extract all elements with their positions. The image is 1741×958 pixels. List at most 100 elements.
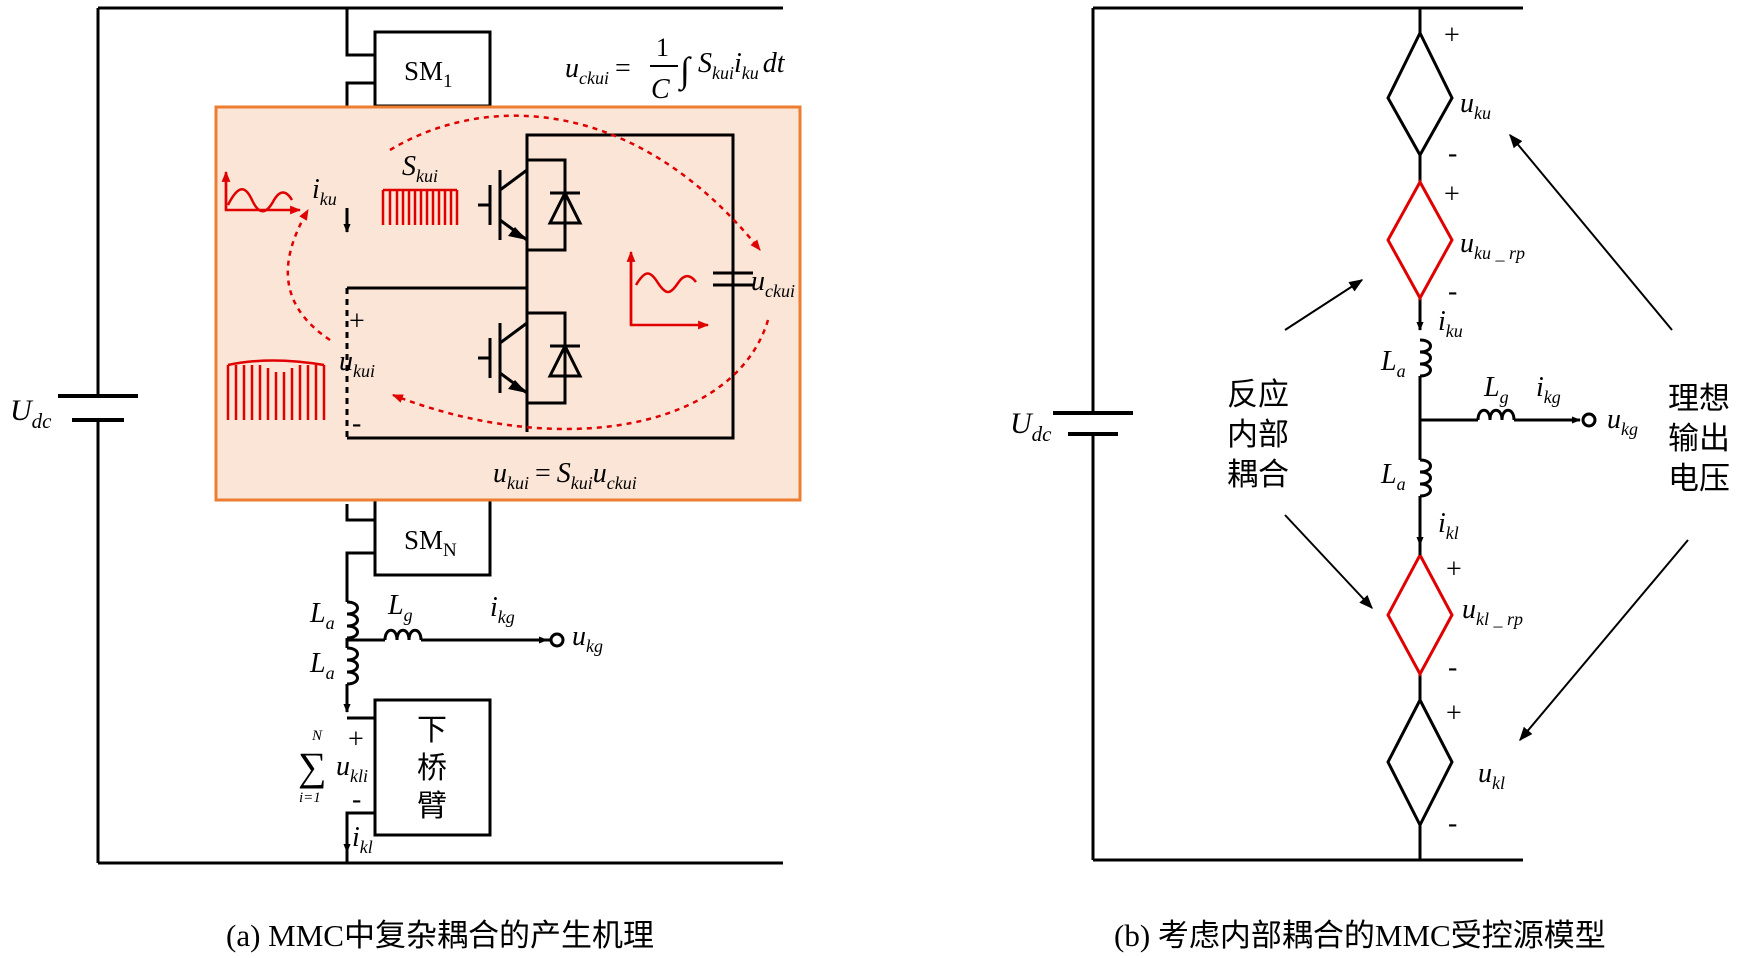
b-la-lower-label: La bbox=[1380, 459, 1406, 494]
ucku-ripple bbox=[634, 272, 697, 294]
b-lg-coil bbox=[1476, 408, 1516, 421]
b-ikl-label: ikl bbox=[1438, 508, 1459, 543]
ukli-minus: - bbox=[352, 784, 361, 815]
b-uku-rp-source bbox=[1386, 178, 1454, 302]
b-uku-source bbox=[1386, 29, 1454, 159]
diode-upper bbox=[527, 158, 583, 252]
b-ukg-label: ukg bbox=[1607, 404, 1638, 439]
i-ku-label-a: iku bbox=[312, 174, 337, 209]
ukg-label-a: ukg bbox=[572, 621, 603, 656]
b-right-arrow-down bbox=[1519, 539, 1689, 742]
u-kui-label: ukui bbox=[339, 346, 375, 381]
b-right-note-line: 理想 bbox=[1668, 381, 1730, 417]
b-ukl-source bbox=[1386, 696, 1454, 829]
b-left-note-line: 内部 bbox=[1227, 417, 1289, 453]
lg-coil bbox=[383, 628, 423, 641]
ukui-pwm-train bbox=[226, 359, 326, 420]
b-right-note: 理想 输出 电压 bbox=[1668, 379, 1730, 499]
u-kui-plus: + bbox=[349, 306, 365, 337]
b-ukl-rp-plus: + bbox=[1446, 554, 1462, 585]
b-la-upper-label: La bbox=[1380, 346, 1406, 381]
lower-arm-lead-bottom bbox=[343, 811, 375, 853]
b-left-arrow-down bbox=[1284, 514, 1373, 610]
b-left-note: 反应 内部 耦合 bbox=[1227, 375, 1289, 495]
la-lower-label-a: La bbox=[309, 648, 335, 683]
sm1-bottom-lead bbox=[345, 81, 375, 106]
b-ukl-minus: - bbox=[1448, 808, 1457, 839]
b-ukl-label: ukl bbox=[1478, 758, 1505, 793]
s-kui-label: Skui bbox=[402, 151, 438, 186]
b-uku-rp-minus: - bbox=[1448, 276, 1457, 307]
b-right-note-line: 电压 bbox=[1668, 461, 1730, 497]
u-kui-minus: - bbox=[352, 408, 361, 439]
ukli-plus: + bbox=[348, 724, 364, 755]
coupling-loop-right bbox=[391, 319, 770, 431]
ikg-label-a: ikg bbox=[490, 592, 515, 627]
b-right-note-line: 输出 bbox=[1668, 421, 1730, 457]
coupling-loop-upper bbox=[389, 114, 761, 251]
panel-b bbox=[1053, 6, 1689, 862]
ukg-terminal-b bbox=[1581, 412, 1597, 428]
b-right-arrow-up bbox=[1509, 133, 1673, 331]
b-left-note-line: 反应 bbox=[1227, 377, 1289, 413]
la-upper-label-a: La bbox=[309, 598, 335, 633]
b-ukl-rp-label: ukl _ rp bbox=[1462, 594, 1523, 629]
sm1-label: SM1 bbox=[404, 56, 453, 92]
red-annotations bbox=[221, 114, 770, 431]
b-uku-label: uku bbox=[1460, 88, 1491, 123]
la-upper-coil bbox=[346, 600, 359, 640]
sum-symbol: ∑ bbox=[298, 744, 327, 789]
b-uku-plus: + bbox=[1444, 20, 1460, 51]
ukg-terminal-a bbox=[549, 632, 565, 648]
b-udc-label: Udc bbox=[1010, 407, 1052, 446]
lower-arm-char-3: 臂 bbox=[417, 789, 447, 824]
svg-text:1: 1 bbox=[656, 33, 669, 62]
b-uku-rp-plus: + bbox=[1444, 179, 1460, 210]
smn-lead-top bbox=[345, 510, 375, 522]
b-left-note-line: 耦合 bbox=[1227, 457, 1289, 493]
b-la-lower bbox=[1419, 458, 1432, 498]
ikl-label-a: ikl bbox=[352, 822, 373, 857]
smn-label: SMN bbox=[404, 525, 457, 561]
b-uku-rp-label: uku _ rp bbox=[1460, 228, 1525, 263]
arm-wire-top bbox=[345, 8, 375, 57]
svg-text:C: C bbox=[651, 74, 670, 105]
lower-arm-box bbox=[373, 698, 492, 837]
b-la-upper bbox=[1419, 338, 1432, 378]
caption-b: (b) 考虑内部耦合的MMC受控源模型 bbox=[1114, 918, 1606, 953]
b-ikg-label: ikg bbox=[1536, 372, 1561, 407]
b-iku-label: iku bbox=[1438, 306, 1463, 341]
sm-bottom-wire bbox=[347, 133, 735, 440]
eq-submodule-voltage: ukui=Skuiuckui bbox=[493, 458, 637, 493]
ukli-label: ukli bbox=[336, 751, 368, 786]
lower-arm-char-2: 桥 bbox=[417, 751, 447, 786]
igbt-arrow-upper bbox=[508, 227, 527, 240]
svg-text:∫: ∫ bbox=[678, 50, 692, 92]
lg-label-a: Lg bbox=[387, 590, 413, 625]
b-ukl-rp-minus: - bbox=[1448, 652, 1457, 683]
sum-top-n: N bbox=[311, 728, 323, 744]
sum-bottom-index: i=1 bbox=[299, 790, 321, 806]
b-left-arrow-up bbox=[1284, 279, 1364, 331]
submodule-zoom-box bbox=[214, 105, 802, 502]
u-ckui-label: uckui bbox=[751, 266, 795, 301]
svg-text:uckui=: uckui= bbox=[565, 53, 631, 88]
coupling-loop-left bbox=[286, 209, 331, 342]
a-udc-label: Udc bbox=[10, 394, 52, 433]
smn-lead-bottom bbox=[345, 551, 375, 596]
b-lg-label: Lg bbox=[1483, 372, 1509, 407]
b-uku-minus: - bbox=[1448, 138, 1457, 169]
b-ukl-plus: + bbox=[1446, 698, 1462, 729]
s-kui-pulse-train bbox=[381, 188, 459, 225]
diode-lower bbox=[527, 311, 583, 405]
panel-a-lower bbox=[343, 596, 551, 863]
b-ukl-rp-source bbox=[1386, 551, 1454, 678]
iku-sine bbox=[226, 188, 294, 213]
caption-a: (a) MMC中复杂耦合的产生机理 bbox=[226, 918, 654, 953]
lower-arm-char-1: 下 bbox=[417, 713, 447, 748]
submodule-circuit bbox=[345, 133, 753, 440]
igbt-arrow-lower bbox=[508, 380, 527, 393]
